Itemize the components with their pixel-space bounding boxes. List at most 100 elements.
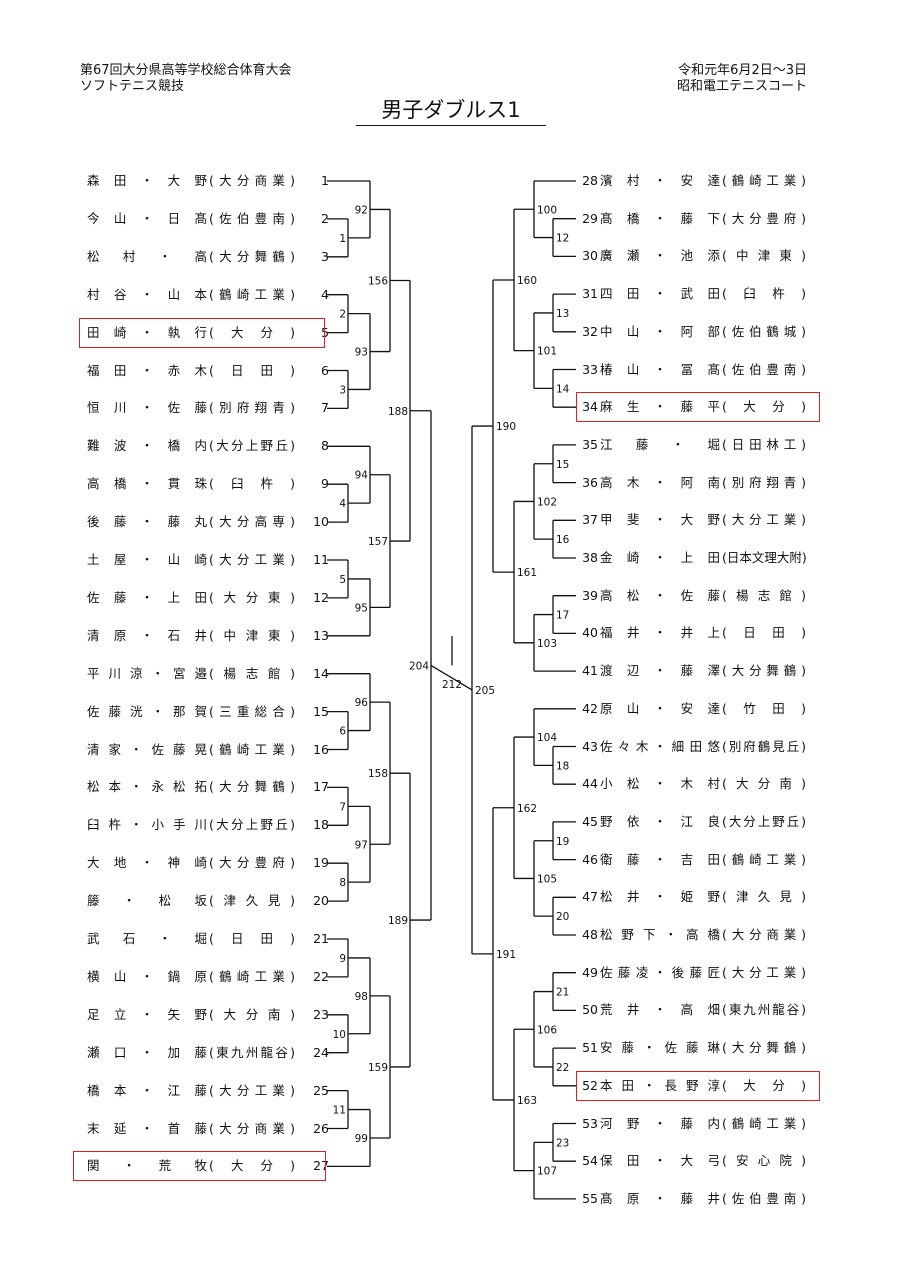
match-number: 19 xyxy=(556,836,569,848)
pair-names: 足立・矢野 xyxy=(87,1006,207,1022)
school-name: (佐伯豊南) xyxy=(722,1190,806,1206)
match-number: 16 xyxy=(556,534,570,546)
pair-names: 田崎・執行 xyxy=(87,324,207,340)
school-name: (中津東) xyxy=(209,627,295,643)
draw-number: 36 xyxy=(582,474,598,490)
pair-names: 四田・武田 xyxy=(600,286,720,302)
match-number: 93 xyxy=(355,347,368,359)
pair-names: 村谷・山本 xyxy=(87,286,207,302)
pair-names: 大地・神崎 xyxy=(87,855,207,871)
match-number: 4 xyxy=(339,498,346,510)
draw-number: 3 xyxy=(321,248,329,264)
school-name: (大分舞鶴) xyxy=(209,779,295,795)
draw-number: 29 xyxy=(582,210,598,226)
draw-number: 6 xyxy=(321,362,329,378)
school-name: (楊志館) xyxy=(209,665,295,681)
school-name: (大分舞鶴) xyxy=(209,248,295,264)
player-entry: 森田・大野(大分商業)1 xyxy=(87,171,329,191)
school-name: (竹田) xyxy=(722,700,806,716)
pair-names: 松野下・高橋 xyxy=(600,927,720,942)
draw-number: 28 xyxy=(582,173,598,188)
school-name: (大分豊府) xyxy=(209,855,295,871)
match-number: 1 xyxy=(339,233,346,245)
player-entry: 清家・佐藤晃(鶴崎工業)16 xyxy=(87,740,329,760)
draw-number: 2 xyxy=(321,210,329,226)
match-number: 21 xyxy=(556,987,569,999)
highlight-box xyxy=(73,1151,326,1182)
draw-number: 4 xyxy=(321,286,329,302)
draw-number: 16 xyxy=(313,741,329,757)
school-name: (大分商業) xyxy=(209,173,295,188)
match-number: 12 xyxy=(556,233,569,245)
match-number: 106 xyxy=(537,1024,557,1036)
match-number: 188 xyxy=(388,406,408,418)
school-name: (日田) xyxy=(722,625,806,641)
school-name: (大分上野丘) xyxy=(209,438,295,454)
draw-number: 54 xyxy=(582,1153,598,1169)
venue-header: 令和元年6月2日～3日 昭和電工テニスコート xyxy=(677,63,807,95)
draw-number: 18 xyxy=(313,817,329,833)
draw-number: 15 xyxy=(313,703,329,719)
player-entry: 福田・赤木(日田)6 xyxy=(87,361,329,381)
school-name: (佐伯豊南) xyxy=(722,361,806,377)
draw-number: 33 xyxy=(582,361,598,377)
match-number: 101 xyxy=(537,346,557,358)
school-name: (佐伯鶴城) xyxy=(722,323,806,339)
school-name: (日田) xyxy=(209,931,295,946)
draw-number: 9 xyxy=(321,476,329,492)
draw-number: 50 xyxy=(582,1002,598,1018)
pair-names: 松井・姫野 xyxy=(600,889,720,905)
match-number: 95 xyxy=(355,602,368,614)
match-number: 156 xyxy=(368,275,388,287)
draw-number: 22 xyxy=(313,968,329,984)
match-number: 212 xyxy=(442,679,462,691)
draw-number: 1 xyxy=(321,173,329,188)
match-number: 189 xyxy=(388,915,408,927)
pair-names: 野依・江良 xyxy=(600,813,720,829)
draw-number: 46 xyxy=(582,851,598,867)
school-name: (三重総合) xyxy=(209,703,295,719)
draw-number: 8 xyxy=(321,438,329,454)
player-entry: 難波・橋内(大分上野丘)8 xyxy=(87,436,329,456)
match-number: 160 xyxy=(517,275,537,287)
player-entry: 今山・日髙(佐伯豊南)2 xyxy=(87,209,329,229)
draw-number: 52 xyxy=(582,1077,598,1093)
draw-number: 39 xyxy=(582,587,598,603)
event-header: 第67回大分県高等学校総合体育大会 ソフトテニス競技 xyxy=(80,63,292,95)
pair-names: 佐藤凌・後藤匠 xyxy=(600,964,720,980)
school-name: (臼杵) xyxy=(722,286,806,302)
player-entry: 末延・首藤(大分商業)26 xyxy=(87,1119,329,1139)
match-number: 100 xyxy=(537,204,557,216)
school-name: (大分商業) xyxy=(209,1120,295,1136)
highlight-box xyxy=(79,317,325,348)
event-venue: 昭和電工テニスコート xyxy=(676,79,807,94)
pair-names: 高木・阿南 xyxy=(600,474,720,490)
draw-number: 41 xyxy=(582,663,598,679)
player-entry: 松本・永松拓(大分舞鶴)17 xyxy=(87,777,329,797)
player-entry: 足立・矢野(大分南)23 xyxy=(87,1005,329,1025)
draw-number: 35 xyxy=(582,436,598,452)
pair-names: 原山・安達 xyxy=(600,700,720,716)
pair-names: 椿山・冨髙 xyxy=(600,361,720,377)
pair-names: 麻生・藤平 xyxy=(600,399,720,415)
pair-names: 平川涼・宮邉 xyxy=(87,665,207,681)
school-name: (鶴崎工業) xyxy=(722,851,806,867)
match-number: 97 xyxy=(355,839,368,851)
pair-names: 荒井・高畑 xyxy=(600,1002,720,1018)
pair-names: 土屋・山崎 xyxy=(87,552,207,567)
event-name: 第67回大分県高等学校総合体育大会 xyxy=(80,63,292,78)
school-name: (大分南) xyxy=(722,776,806,792)
